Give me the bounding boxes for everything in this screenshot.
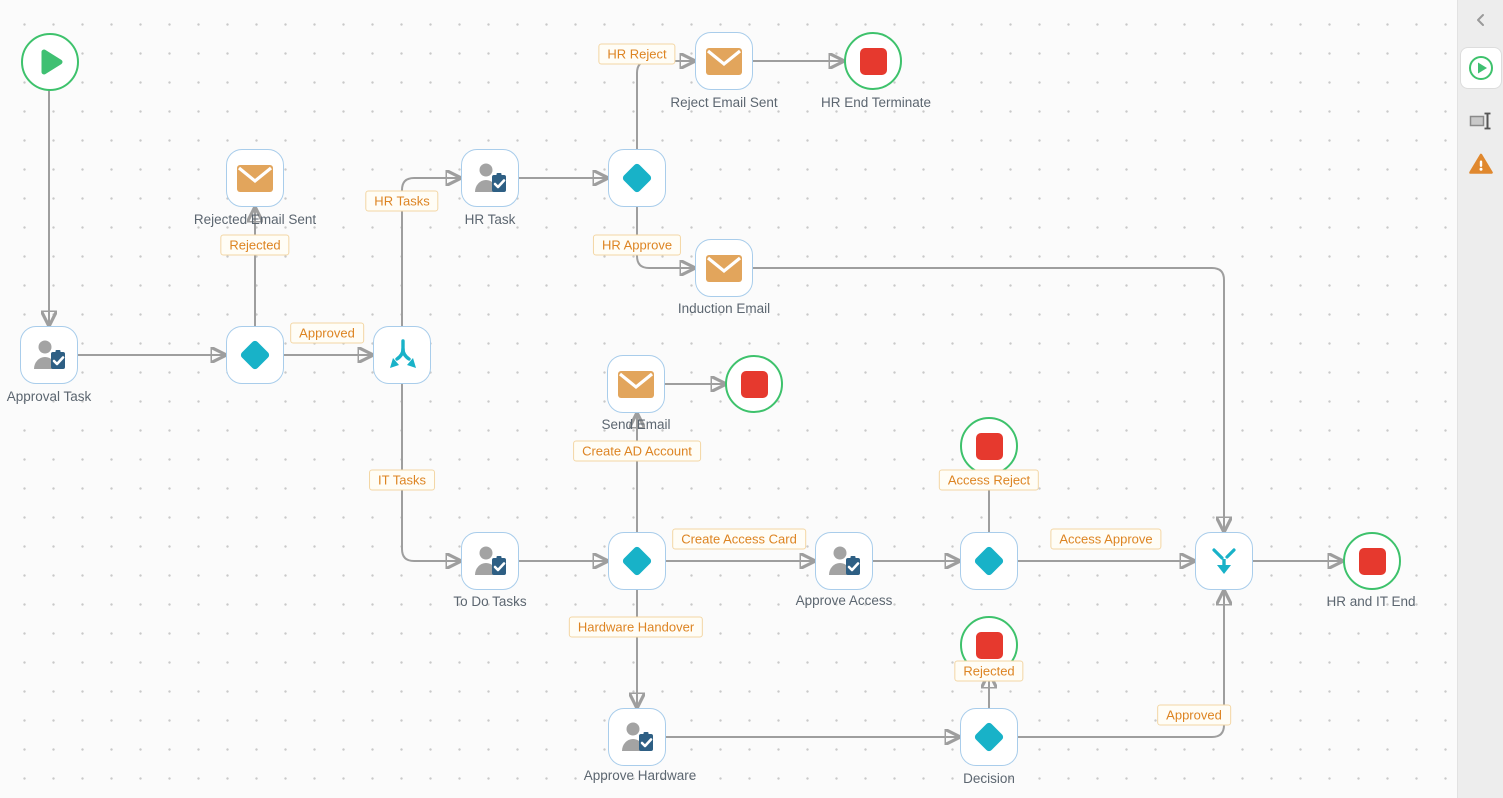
node-send-email-end[interactable] bbox=[725, 355, 783, 413]
user-task-icon bbox=[622, 722, 653, 751]
end-event-icon bbox=[859, 47, 887, 75]
node-title: HR and IT End bbox=[1326, 594, 1416, 609]
user-task-icon bbox=[475, 546, 506, 575]
node-rejected-email-sent[interactable] bbox=[226, 149, 284, 207]
node-title: Induction Email bbox=[677, 301, 771, 316]
node-access-reject-end[interactable] bbox=[960, 417, 1018, 475]
validation-warnings-button[interactable] bbox=[1468, 153, 1493, 175]
node-title: Decision bbox=[963, 771, 1015, 786]
node-title: Reject Email Sent bbox=[670, 95, 778, 110]
play-circle-icon bbox=[1468, 56, 1493, 80]
node-title: Approve Access bbox=[795, 593, 893, 608]
node-title: HR Task bbox=[464, 212, 516, 227]
node-send-email[interactable] bbox=[607, 355, 665, 413]
collapse-panel-button[interactable] bbox=[1473, 12, 1489, 33]
node-to-do-tasks[interactable] bbox=[461, 532, 519, 590]
node-title: Approval Task bbox=[6, 389, 92, 404]
node-approval-gateway[interactable] bbox=[226, 326, 284, 384]
edge-label-it-tasks[interactable]: IT Tasks bbox=[369, 469, 435, 491]
gateway-diamond-icon bbox=[622, 546, 652, 576]
node-hr-gateway[interactable] bbox=[608, 149, 666, 207]
warning-triangle-icon bbox=[1468, 153, 1493, 174]
end-event-icon bbox=[975, 432, 1003, 460]
node-access-gateway[interactable] bbox=[960, 532, 1018, 590]
node-it-gateway[interactable] bbox=[608, 532, 666, 590]
user-task-icon bbox=[475, 163, 506, 192]
chevron-left-icon bbox=[1476, 14, 1484, 26]
rename-button[interactable] bbox=[1469, 111, 1493, 131]
node-hr-task[interactable] bbox=[461, 149, 519, 207]
node-title: Rejected Email Sent bbox=[193, 212, 317, 227]
edge-label-hr-approve[interactable]: HR Approve bbox=[592, 234, 682, 256]
node-reject-email-sent[interactable] bbox=[695, 32, 753, 90]
play-icon bbox=[41, 49, 63, 75]
edge-label-access-reject[interactable]: Access Reject bbox=[938, 469, 1040, 491]
edge-label-approved-right[interactable]: Approved bbox=[1157, 704, 1231, 726]
end-event-icon bbox=[975, 631, 1003, 659]
diagram-canvas[interactable]: Approval Task Rejected Email Sent bbox=[0, 0, 1457, 798]
mail-icon bbox=[618, 370, 654, 398]
node-title: HR End Terminate bbox=[820, 95, 932, 110]
edge-label-approved-left[interactable]: Approved bbox=[290, 322, 364, 344]
node-approval-task[interactable] bbox=[20, 326, 78, 384]
edge-label-rejected-upper[interactable]: Rejected bbox=[220, 234, 290, 256]
edge-label-hr-tasks[interactable]: HR Tasks bbox=[365, 190, 439, 212]
node-decision[interactable] bbox=[960, 708, 1018, 766]
node-approve-access[interactable] bbox=[815, 532, 873, 590]
join-merge-icon bbox=[1212, 548, 1236, 574]
gateway-diamond-icon bbox=[622, 163, 652, 193]
node-start[interactable] bbox=[21, 33, 79, 91]
edge-label-hr-reject[interactable]: HR Reject bbox=[598, 43, 676, 65]
gateway-diamond-icon bbox=[240, 340, 270, 370]
edge-label-create-ad-account[interactable]: Create AD Account bbox=[573, 440, 701, 462]
node-title: To Do Tasks bbox=[453, 594, 527, 609]
user-task-icon bbox=[34, 340, 65, 369]
right-toolbar bbox=[1457, 0, 1503, 798]
edge-label-access-approve[interactable]: Access Approve bbox=[1050, 528, 1162, 550]
edge-label-rejected-lower[interactable]: Rejected bbox=[954, 660, 1024, 682]
text-field-cursor-icon bbox=[1469, 112, 1490, 130]
gateway-diamond-icon bbox=[974, 546, 1004, 576]
gateway-diamond-icon bbox=[974, 722, 1004, 752]
node-hr-and-it-end[interactable] bbox=[1343, 532, 1401, 590]
user-task-icon bbox=[829, 546, 860, 575]
node-title: Approve Hardware bbox=[583, 768, 697, 783]
node-join-gateway[interactable] bbox=[1195, 532, 1253, 590]
node-approve-hardware[interactable] bbox=[608, 708, 666, 766]
end-event-icon bbox=[740, 370, 768, 398]
node-hr-end-terminate[interactable] bbox=[844, 32, 902, 90]
fork-split-icon bbox=[390, 339, 416, 368]
mail-icon bbox=[706, 254, 742, 282]
edge-label-create-access-card[interactable]: Create Access Card bbox=[672, 528, 806, 550]
mail-icon bbox=[706, 47, 742, 75]
run-process-button[interactable] bbox=[1459, 47, 1502, 89]
node-title: Send Email bbox=[601, 417, 671, 432]
node-induction-email[interactable] bbox=[695, 239, 753, 297]
end-event-icon bbox=[1358, 547, 1386, 575]
mail-icon bbox=[237, 164, 273, 192]
node-fork[interactable] bbox=[373, 326, 431, 384]
edge-label-hardware-handover[interactable]: Hardware Handover bbox=[568, 616, 704, 638]
